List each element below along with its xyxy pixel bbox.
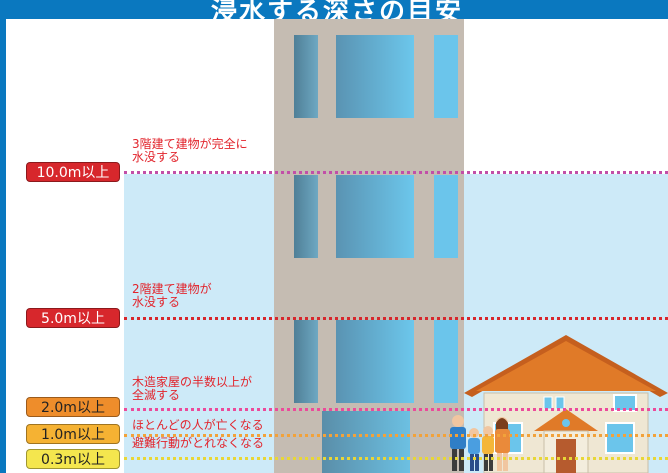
- building-window: [294, 320, 318, 403]
- level-line-10m: [124, 171, 668, 174]
- building-door: [322, 411, 410, 473]
- desc-2m-line2: 全滅する: [132, 388, 181, 402]
- depth-label-5m: 5.0m以上: [26, 308, 120, 328]
- family-icon: [450, 415, 510, 471]
- desc-1m-line1: ほとんどの人が亡くなる: [132, 418, 264, 432]
- depth-label-1m: 1.0m以上: [26, 424, 120, 444]
- desc-5m-line1: 2階建て建物が: [132, 282, 212, 296]
- building-window: [294, 175, 318, 258]
- desc-0-3m: 避難行動がとれなくなる: [132, 437, 264, 450]
- desc-5m: 2階建て建物が 水没する: [132, 283, 212, 309]
- level-line-2m: [124, 408, 668, 411]
- building-window: [336, 320, 414, 403]
- building-window: [336, 35, 414, 118]
- family-illustration: [444, 413, 534, 473]
- desc-1m: ほとんどの人が亡くなる: [132, 419, 264, 432]
- building-window: [434, 175, 458, 258]
- depth-label-2m: 2.0m以上: [26, 397, 120, 417]
- desc-10m-line1: 3階建て建物が完全に: [132, 137, 248, 151]
- depth-label-10m: 10.0m以上: [26, 162, 120, 182]
- desc-2m: 木造家屋の半数以上が 全滅する: [132, 376, 252, 402]
- desc-10m-line2: 水没する: [132, 150, 181, 164]
- building-window: [336, 175, 414, 258]
- diagram-canvas: 10.0m以上 5.0m以上 2.0m以上 1.0m以上 0.3m以上 3階建て…: [6, 19, 668, 473]
- level-line-0-3m: [124, 457, 668, 460]
- desc-0-3m-line1: 避難行動がとれなくなる: [132, 436, 265, 450]
- building-window: [434, 35, 458, 118]
- level-line-1m: [124, 434, 668, 437]
- depth-label-0-3m: 0.3m以上: [26, 449, 120, 469]
- building-window: [434, 320, 458, 403]
- desc-10m: 3階建て建物が完全に 水没する: [132, 138, 248, 164]
- building-window: [294, 35, 318, 118]
- building: [274, 19, 464, 473]
- level-line-5m: [124, 317, 668, 320]
- desc-5m-line2: 水没する: [132, 295, 181, 309]
- desc-2m-line1: 木造家屋の半数以上が: [132, 375, 253, 389]
